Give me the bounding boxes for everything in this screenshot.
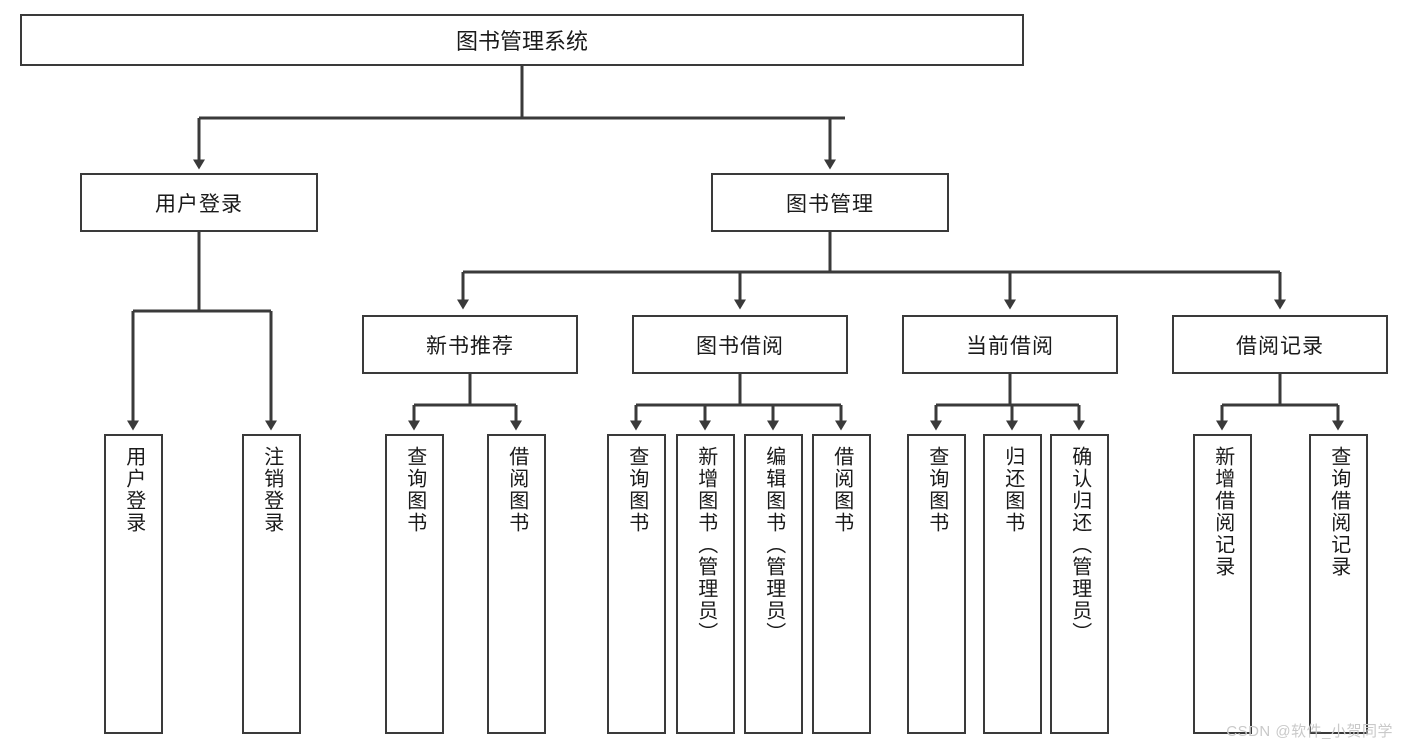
leaf-label: 注销登录: [260, 446, 283, 534]
leaf-label: 新增图书（管理员）: [694, 446, 717, 644]
node-book-borrow[interactable]: 图书借阅: [632, 315, 848, 374]
leaf-logout[interactable]: 注销登录: [242, 434, 301, 734]
leaf-label: 查询图书: [403, 446, 426, 534]
leaf-label: 归还图书: [1001, 446, 1024, 534]
leaf-label: 查询图书: [625, 446, 648, 534]
leaf-label: 用户登录: [122, 446, 145, 534]
leaf-label: 查询图书: [925, 446, 948, 534]
leaf-return-books[interactable]: 归还图书: [983, 434, 1042, 734]
leaf-borrow-books-new[interactable]: 借阅图书: [487, 434, 546, 734]
leaf-label: 借阅图书: [830, 446, 853, 534]
leaf-query-books-borrow[interactable]: 查询图书: [607, 434, 666, 734]
leaf-query-books-current[interactable]: 查询图书: [907, 434, 966, 734]
leaf-borrow-books[interactable]: 借阅图书: [812, 434, 871, 734]
leaf-query-books-new[interactable]: 查询图书: [385, 434, 444, 734]
leaf-label: 新增借阅记录: [1211, 446, 1234, 578]
node-current-borrow[interactable]: 当前借阅: [902, 315, 1118, 374]
node-book-management[interactable]: 图书管理: [711, 173, 949, 232]
node-root[interactable]: 图书管理系统: [20, 14, 1024, 66]
leaf-label: 编辑图书（管理员）: [762, 446, 785, 644]
node-user-login[interactable]: 用户登录: [80, 173, 318, 232]
leaf-label: 确认归还（管理员）: [1068, 446, 1091, 644]
leaf-label: 查询借阅记录: [1327, 446, 1350, 578]
leaf-confirm-return-admin[interactable]: 确认归还（管理员）: [1050, 434, 1109, 734]
leaf-add-borrow-record[interactable]: 新增借阅记录: [1193, 434, 1252, 734]
leaf-label: 借阅图书: [505, 446, 528, 534]
leaf-query-borrow-record[interactable]: 查询借阅记录: [1309, 434, 1368, 734]
leaf-edit-book-admin[interactable]: 编辑图书（管理员）: [744, 434, 803, 734]
node-borrow-records[interactable]: 借阅记录: [1172, 315, 1388, 374]
watermark: CSDN @软件_小贺同学: [1226, 723, 1393, 740]
leaf-add-book-admin[interactable]: 新增图书（管理员）: [676, 434, 735, 734]
leaf-user-login[interactable]: 用户登录: [104, 434, 163, 734]
node-new-book-recommend[interactable]: 新书推荐: [362, 315, 578, 374]
